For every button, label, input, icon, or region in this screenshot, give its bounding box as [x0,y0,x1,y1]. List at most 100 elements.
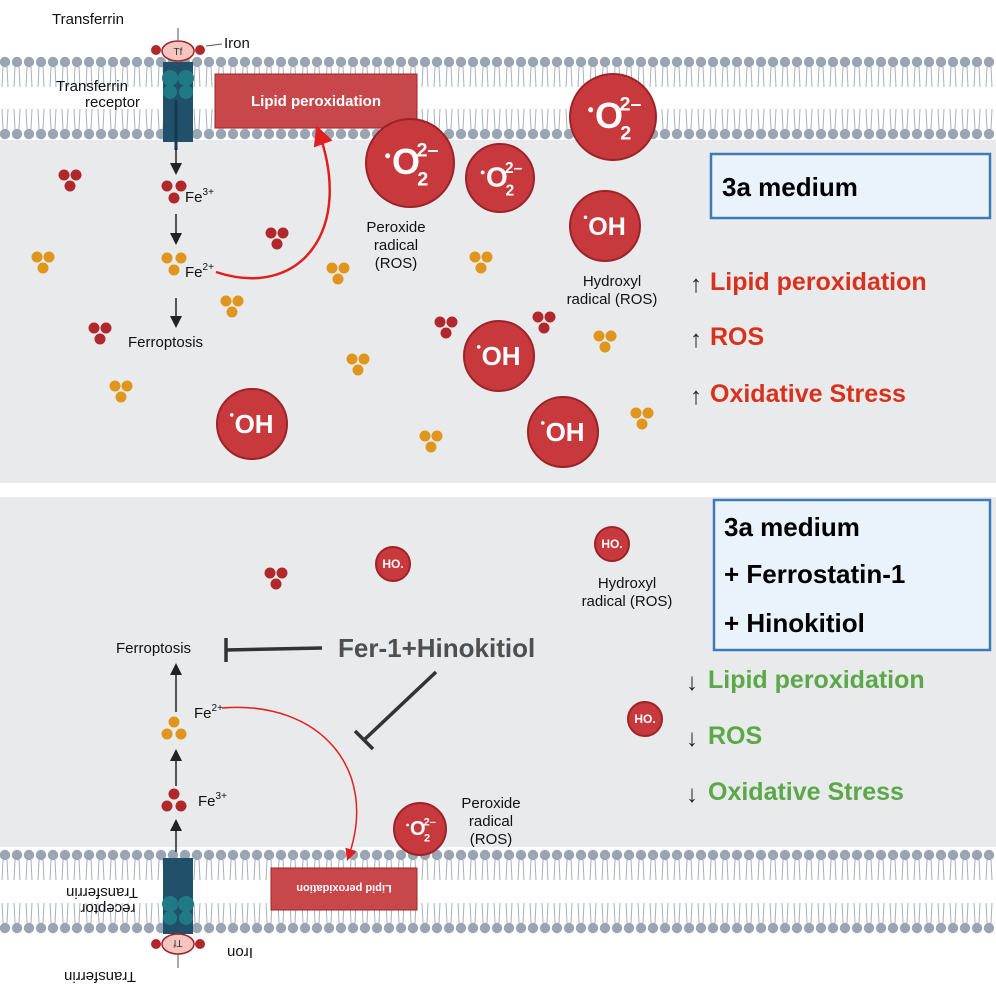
bottom-membrane-head [71,849,83,861]
superoxide-radical: O22– [465,143,535,213]
svg-text:OH: OH [482,341,521,371]
peroxide-label-top-1: Peroxide [366,219,425,236]
top-membrane-head [95,128,107,140]
bottom-membrane-head [335,849,347,861]
fe2-cluster-bottom [161,716,187,740]
bottom-membrane-head [395,922,407,934]
fe3-particle-cluster [434,316,458,339]
top-membrane-head [551,128,563,140]
bottom-membrane-head [623,849,635,861]
effect-ros-bottom: ROS [708,722,762,750]
fe2-label-bottom: Fe2+ [194,703,223,722]
bottom-membrane-head [911,922,923,934]
bottom-membrane-head [59,922,71,934]
bottom-membrane-head [467,922,479,934]
top-membrane-head [575,56,587,68]
bottom-membrane-head [335,922,347,934]
top-membrane-head [467,56,479,68]
superoxide-radical: O22– [569,73,657,161]
bottom-membrane-head [455,849,467,861]
top-membrane-head [299,128,311,140]
top-membrane-head [227,128,239,140]
top-membrane-head [515,56,527,68]
peroxide-label-top-2: radical [374,237,418,254]
fe3-cluster-top [161,180,187,204]
top-membrane-head [719,56,731,68]
bottom-membrane-head [695,849,707,861]
fe3-label-bottom: Fe3+ [198,791,227,810]
top-membrane-head [395,56,407,68]
iron-atom-bottom-right [195,939,205,949]
top-membrane-head [263,128,275,140]
bottom-membrane-head [707,849,719,861]
top-membrane-head [611,56,623,68]
top-membrane-head [707,56,719,68]
top-membrane-head [491,56,503,68]
top-membrane-head [323,128,335,140]
hydroxyl-radical: OH [216,388,288,460]
top-membrane-head [275,56,287,68]
top-membrane-head [839,56,851,68]
top-membrane-head [0,128,11,140]
bottom-membrane-head [143,922,155,934]
bottom-membrane [0,849,996,934]
bottom-membrane-head [815,922,827,934]
top-membrane-head [707,128,719,140]
top-membrane-head [875,128,887,140]
bottom-membrane-head [347,922,359,934]
bottom-membrane-head [671,849,683,861]
bottom-membrane-head [611,922,623,934]
bottom-membrane-head [899,922,911,934]
effect-oxidative-stress-top: Oxidative Stress [710,380,906,408]
top-membrane-head [323,56,335,68]
top-membrane-head [911,128,923,140]
bottom-membrane-head [671,922,683,934]
top-membrane [0,56,996,140]
fe3-particle-cluster [265,227,289,250]
bottom-membrane-head [551,849,563,861]
fe3-particle-cluster [264,567,288,590]
fe2-particle-cluster [346,353,370,376]
bottom-membrane-head [35,849,47,861]
bottom-membrane-head [203,849,215,861]
tf-label-bottom: Tf [173,937,182,948]
top-membrane-head [287,56,299,68]
bottom-membrane-head [215,849,227,861]
top-membrane-head [131,128,143,140]
fe2-particle-cluster [31,251,55,274]
bottom-membrane-head [683,849,695,861]
bottom-membrane-head [83,849,95,861]
receptor-label-top-1: Transferrin [56,78,128,95]
top-membrane-head [767,56,779,68]
svg-text:HO.: HO. [382,557,403,571]
top-membrane-head [911,56,923,68]
svg-text:OH: OH [235,409,274,439]
bottom-membrane-head [587,849,599,861]
hydroxyl-radical: HO. [375,546,411,582]
bottom-membrane-head [911,849,923,861]
up-arrow-lipid: ↑ [690,271,702,298]
top-membrane-head [83,56,95,68]
bottom-panel: Tf Transferrin receptor Iron Transferrin… [0,497,996,985]
bottom-membrane-head [59,849,71,861]
transferrin-receptor-bottom: Tf [151,858,205,968]
bottom-membrane-head [299,849,311,861]
svg-text:2: 2 [506,182,515,199]
bottom-membrane-head [383,849,395,861]
bottom-membrane-head [191,922,203,934]
top-membrane-head [359,128,371,140]
hydroxyl-label-bottom-1: Hydroxyl [598,575,656,592]
svg-text:2–: 2– [424,816,436,828]
top-membrane-head [731,56,743,68]
top-membrane-head [11,56,23,68]
up-arrow-stress: ↑ [690,383,702,410]
effect-lipid-peroxidation-bottom: Lipid peroxidation [708,666,925,694]
bottom-membrane-head [95,849,107,861]
inhibitor-label: Fer-1+Hinokitiol [338,633,535,663]
bottom-membrane-head [431,922,443,934]
top-membrane-head [407,56,419,68]
top-membrane-head [59,128,71,140]
top-membrane-head [347,128,359,140]
top-membrane-head [815,56,827,68]
